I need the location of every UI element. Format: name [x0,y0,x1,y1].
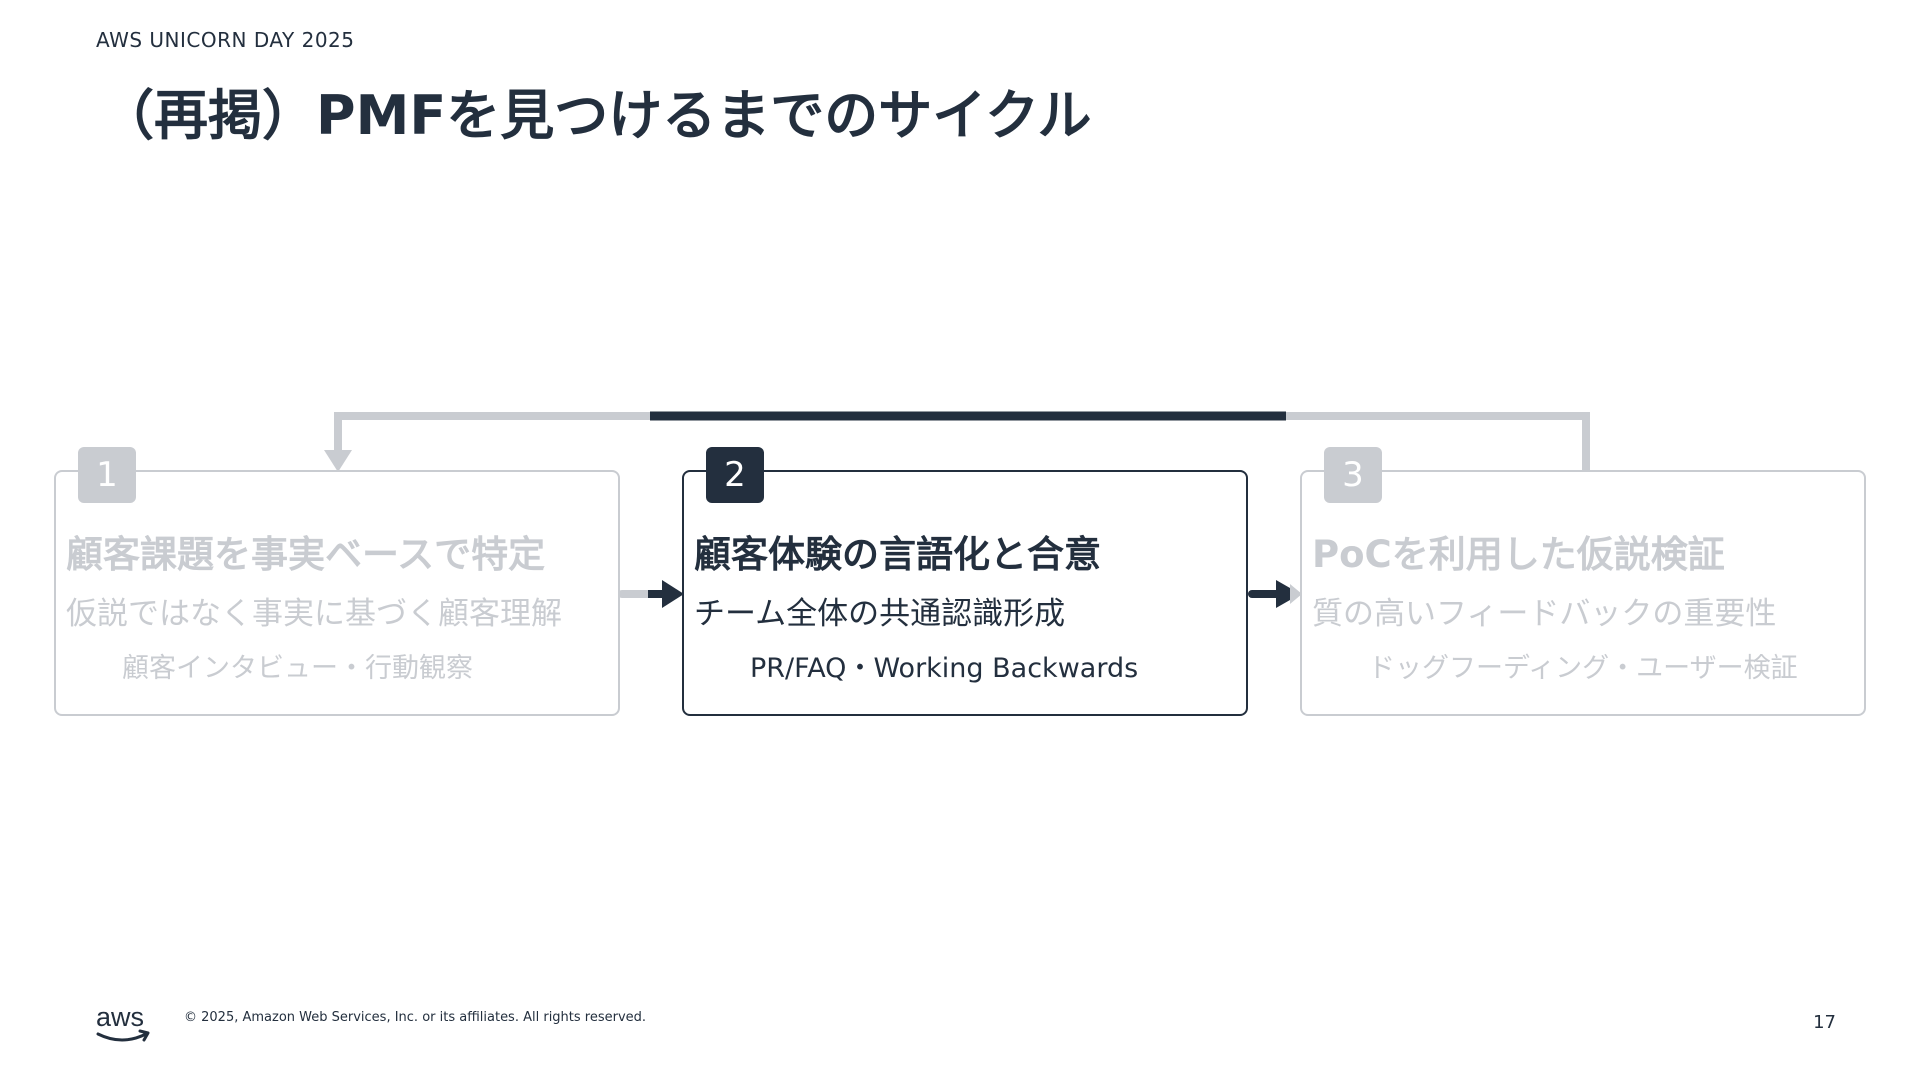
step-number-badge: 1 [78,447,136,503]
step-card-3: 3 PoCを利用した仮説検証 質の高いフィードバックの重要性 ドッグフーディング… [1300,447,1866,716]
step-title: 顧客課題を事実ベースで特定 [66,533,546,576]
feedback-loop-arrowhead [324,450,352,472]
event-label: AWS UNICORN DAY 2025 [96,28,355,52]
step-card-2: 2 顧客体験の言語化と合意 チーム全体の共通認識形成 PR/FAQ・Workin… [682,447,1248,716]
arrow-1-2-head [662,580,684,608]
step-description: チーム全体の共通認識形成 [694,596,1066,632]
arrow-2-3-head [1290,584,1302,604]
feedback-loop-line [334,412,1590,470]
step-method: PR/FAQ・Working Backwards [750,653,1139,684]
step-number-badge: 3 [1324,447,1382,503]
copyright-notice: © 2025, Amazon Web Services, Inc. or its… [184,1010,647,1025]
step-description: 仮説ではなく事実に基づく顧客理解 [66,596,562,632]
step-method: 顧客インタビュー・行動観察 [122,653,473,684]
aws-logo: aws [96,1002,150,1042]
step-number-badge: 2 [706,447,764,503]
step-method: ドッグフーディング・ユーザー検証 [1368,653,1798,684]
step-card-1: 1 顧客課題を事実ベースで特定 仮説ではなく事実に基づく顧客理解 顧客インタビュ… [54,447,620,716]
step-title: 顧客体験の言語化と合意 [694,533,1101,576]
slide-title: （再掲）PMFを見つけるまでのサイクル [100,84,1092,147]
step-title: PoCを利用した仮説検証 [1312,533,1725,576]
arrow-2-3-head-dark [1276,580,1290,608]
aws-logo-text: aws [96,1002,144,1032]
step-description: 質の高いフィードバックの重要性 [1312,596,1777,632]
page-number: 17 [1813,1012,1836,1033]
